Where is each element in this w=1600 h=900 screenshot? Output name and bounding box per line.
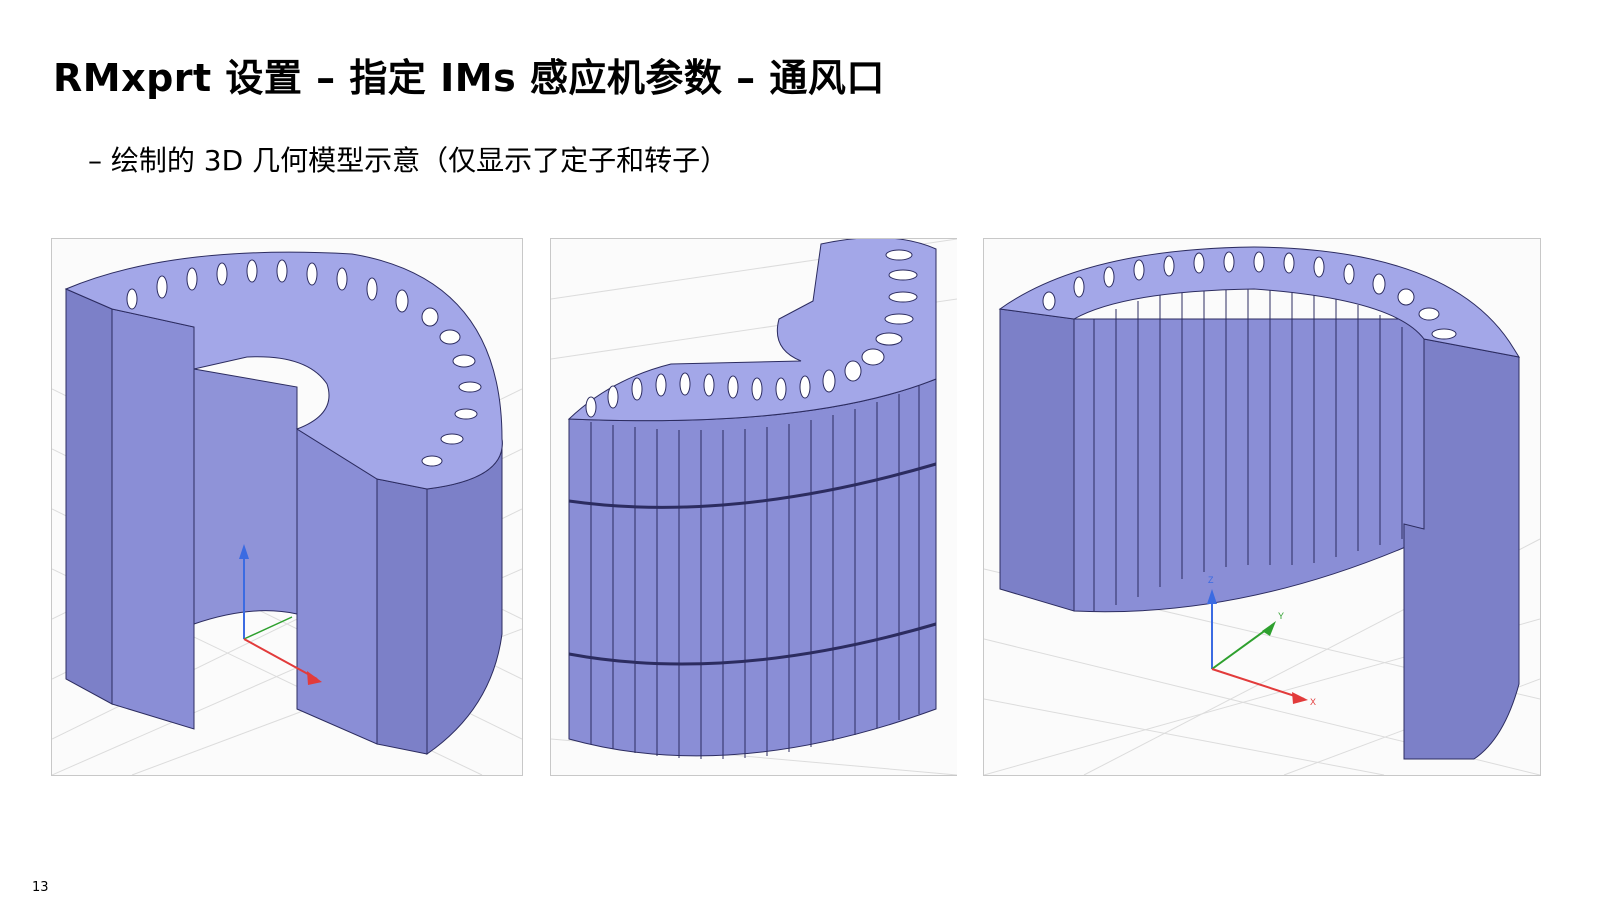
z-axis-label: Z [1208, 575, 1214, 585]
y-axis-line [243, 616, 293, 640]
y-axis-label: Y [1278, 611, 1284, 621]
x-axis-label: X [1310, 697, 1316, 707]
x-axis-line [1211, 668, 1305, 700]
model-half-cut-drawing: Z Y X [984, 246, 1540, 775]
model-view-cut-quarter [51, 238, 523, 776]
slide-title: RMxprt 设置 – 指定 IMs 感应机参数 – 通风口 [53, 56, 885, 100]
model-rotor-drawing [551, 239, 957, 775]
model-cut-quarter-drawing [52, 251, 522, 775]
slide-subtitle: – 绘制的 3D 几何模型示意（仅显示了定子和转子） [88, 144, 729, 177]
x-axis-line [243, 638, 318, 680]
page-number: 13 [32, 880, 49, 895]
model-view-rotor [550, 238, 957, 776]
model-view-half-cut: Z Y X [983, 238, 1541, 776]
